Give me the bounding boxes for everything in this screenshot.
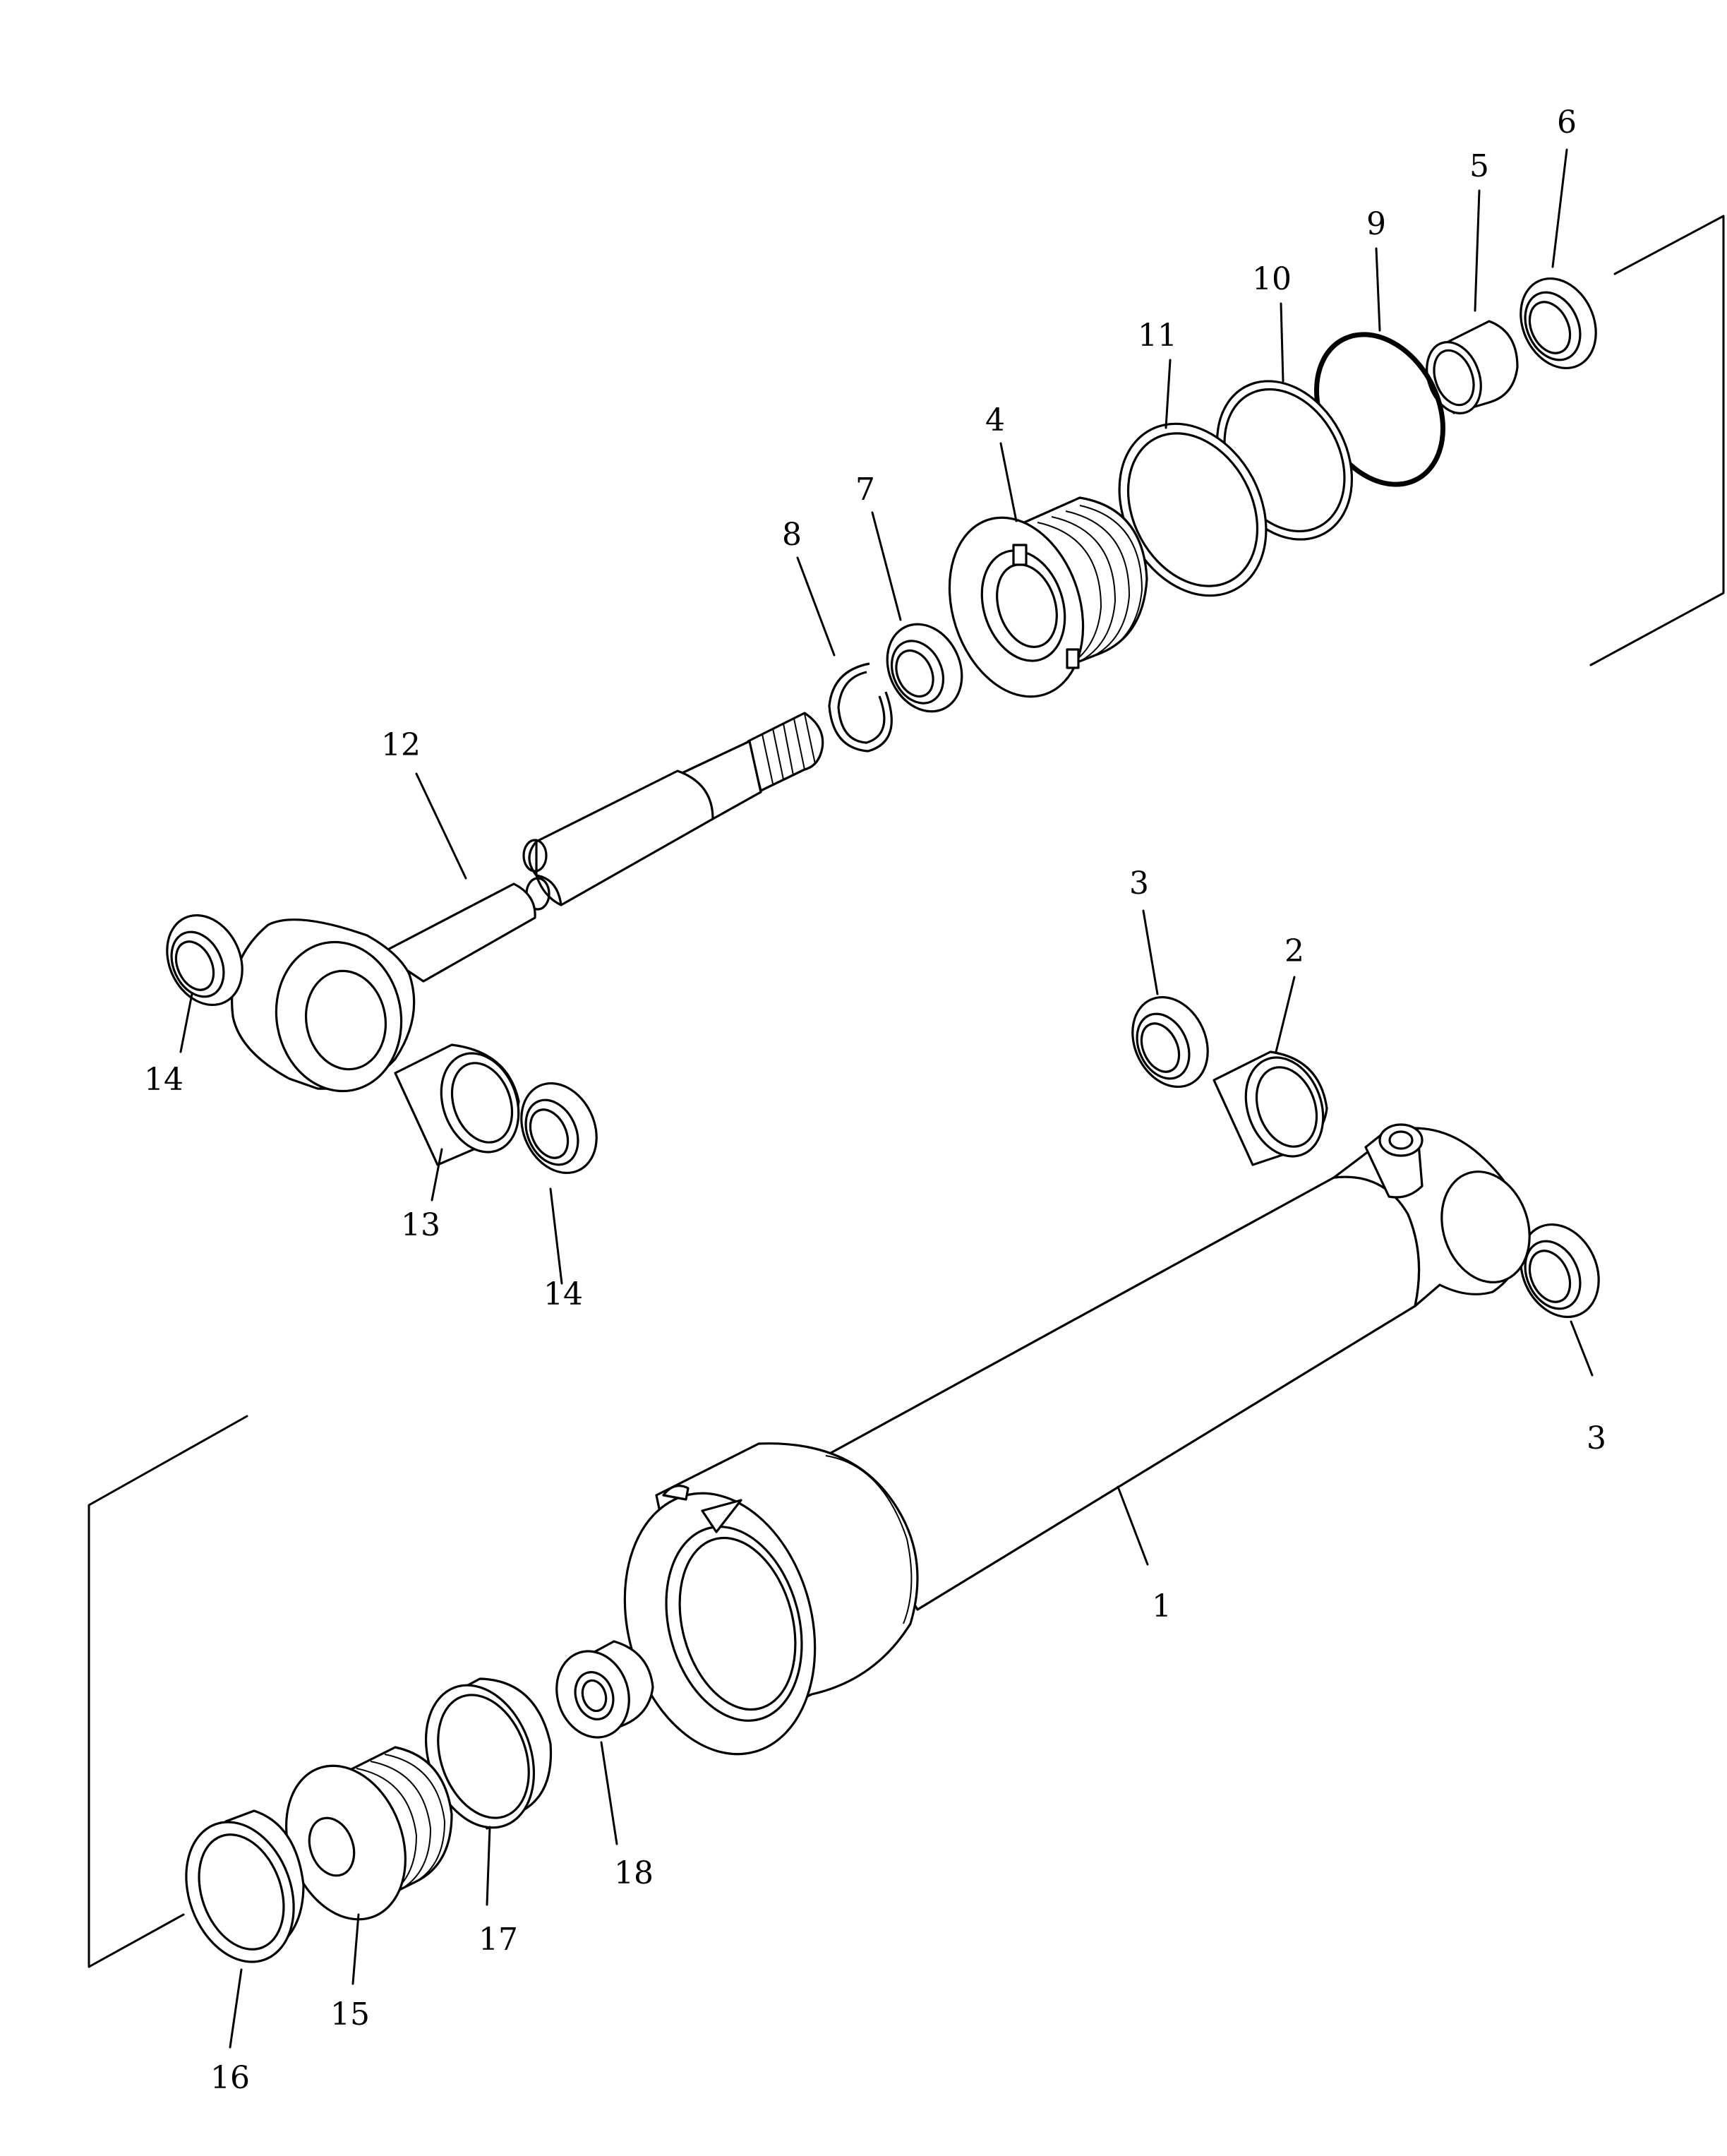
part-3-dust-seal-lower (1520, 1223, 1600, 1319)
callout-labels: 6 5 9 10 11 4 7 8 12 14 13 14 3 2 3 1 18… (144, 104, 1606, 2096)
part-18-nut (555, 1640, 654, 1739)
callout-10: 10 (1252, 261, 1292, 297)
part-14-dust-seal-left (166, 914, 243, 1007)
part-2-bushing (1212, 1050, 1328, 1166)
callout-5: 5 (1469, 148, 1489, 184)
callout-13: 13 (401, 1207, 440, 1243)
callout-4: 4 (985, 402, 1005, 438)
callout-9: 9 (1366, 206, 1386, 242)
callout-1: 1 (1152, 1588, 1172, 1624)
callout-7: 7 (855, 472, 875, 508)
callout-11: 11 (1138, 318, 1177, 354)
part-14-dust-seal-right (520, 1082, 598, 1175)
bracket-top-right (1589, 215, 1725, 666)
callout-6: 6 (1557, 104, 1577, 140)
part-13-bushing (394, 1043, 520, 1166)
callout-2: 2 (1284, 933, 1304, 969)
part-6-dust-seal (1520, 277, 1597, 370)
part-16-piston-seal (185, 1809, 305, 1963)
part-15-piston (285, 1746, 453, 1921)
callout-16: 16 (210, 2060, 250, 2096)
callout-12: 12 (381, 727, 421, 763)
bracket-bottom-left (88, 1415, 248, 1968)
callout-18: 18 (614, 1855, 654, 1891)
callout-3-upper: 3 (1129, 866, 1149, 902)
part-5-bushing (1426, 320, 1519, 414)
callout-15: 15 (330, 1996, 370, 2032)
part-8-snap-ring (828, 662, 893, 753)
callout-8: 8 (782, 517, 802, 553)
part-12-piston-rod (230, 712, 824, 1093)
callout-17: 17 (479, 1922, 518, 1958)
leader-lines (179, 148, 1594, 2049)
callout-14-right: 14 (543, 1276, 583, 1312)
callout-3-lower: 3 (1587, 1420, 1606, 1456)
part-7-rod-seal (886, 623, 963, 713)
part-1-cylinder (623, 1123, 1531, 1756)
callout-14-left: 14 (144, 1062, 183, 1098)
part-3-dust-seal-upper (1131, 995, 1209, 1089)
part-4-cylinder-head (948, 496, 1148, 698)
